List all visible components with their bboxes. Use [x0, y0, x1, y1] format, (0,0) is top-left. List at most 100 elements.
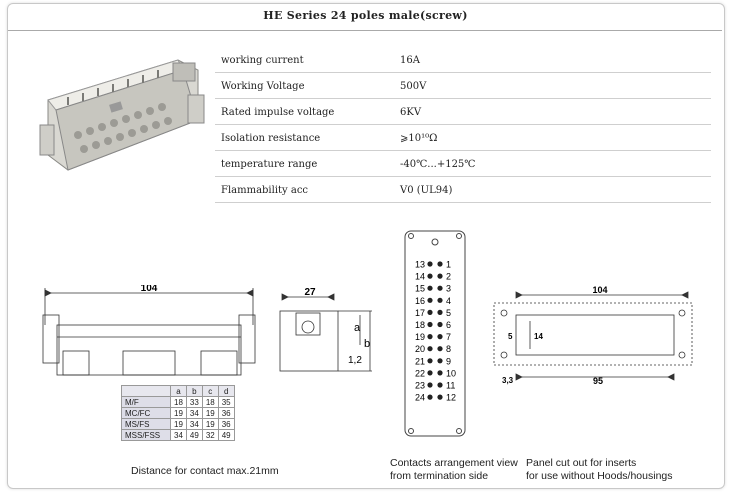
- contact-number-right: 1: [446, 260, 451, 270]
- table-cell: 19: [170, 407, 187, 419]
- contact-number-right: 8: [446, 344, 451, 354]
- panel-14-label: 14: [534, 332, 543, 341]
- front-view-drawing: 104: [42, 285, 256, 376]
- spec-value: V0 (UL94): [400, 185, 453, 196]
- table-cell: 32: [201, 429, 219, 441]
- table-row: MSS/FSS 34 49 32 49: [121, 429, 235, 441]
- contact-number-right: 3: [446, 284, 451, 294]
- spec-row: Isolation resistance ⩾10¹⁰Ω: [215, 125, 711, 151]
- table-cell: 19: [170, 418, 187, 430]
- contact-dot: [437, 321, 443, 328]
- contact-number-left: 15: [415, 284, 425, 294]
- front-width-label: 104: [141, 285, 158, 294]
- contact-dot: [427, 321, 433, 328]
- table-cell: a: [170, 385, 187, 397]
- contact-dot: [437, 297, 443, 303]
- contact-number-right: 5: [446, 308, 451, 318]
- contact-dot: [437, 370, 443, 376]
- table-cell: [121, 385, 171, 397]
- contact-number-right: 11: [446, 381, 455, 391]
- contact-number-left: 24: [415, 393, 425, 403]
- table-cell: M/F: [121, 396, 171, 408]
- contact-dot: [437, 309, 443, 315]
- table-cell: 34: [185, 407, 203, 419]
- side-view-drawing: 27 a b 1,2: [279, 287, 372, 372]
- contact-number-right: 4: [446, 296, 451, 306]
- contact-dot: [437, 261, 443, 267]
- table-cell: 19: [201, 407, 219, 419]
- contact-dot: [427, 346, 433, 352]
- contact-dot: [427, 370, 433, 376]
- contact-dot: [427, 334, 433, 340]
- contact-dot: [427, 394, 433, 400]
- table-cell: 34: [185, 418, 203, 430]
- contact-number-left: 13: [415, 260, 425, 270]
- contact-number-left: 21: [415, 356, 425, 366]
- table-cell: 36: [217, 418, 235, 430]
- product-frame: [7, 3, 725, 489]
- contact-dot: [427, 285, 433, 291]
- distance-caption: Distance for contact max.21mm: [131, 465, 279, 477]
- contact-number-left: 23: [415, 381, 425, 391]
- contact-number-right: 12: [446, 393, 456, 403]
- spec-value: -40℃...+125℃: [400, 159, 476, 170]
- panel-95-label: 95: [593, 376, 603, 385]
- table-row: MS/FS 19 34 19 36: [121, 418, 235, 430]
- contact-number-right: 2: [446, 272, 451, 282]
- contact-number-left: 22: [415, 368, 425, 378]
- contact-dot: [437, 346, 443, 352]
- table-cell: c: [201, 385, 219, 397]
- spec-key: Working Voltage: [221, 81, 305, 92]
- title-divider: [8, 30, 722, 31]
- table-cell: 35: [217, 396, 235, 408]
- side-12-label: 1,2: [348, 355, 362, 366]
- side-b-label: b: [364, 338, 370, 350]
- panel-5-label: 5: [508, 332, 513, 341]
- table-cell: 49: [217, 429, 235, 441]
- contacts-caption: Contacts arrangement view from terminati…: [390, 457, 518, 483]
- contact-dot: [427, 309, 433, 315]
- spec-key: temperature range: [221, 159, 318, 170]
- panel-caption: Panel cut out for inserts for use withou…: [526, 457, 673, 483]
- connector-photo: [39, 59, 205, 171]
- side-width-label: 27: [304, 287, 316, 298]
- contact-dot: [437, 285, 443, 291]
- panel-caption-line: Panel cut out for inserts: [526, 457, 637, 469]
- contact-number-right: 6: [446, 320, 451, 330]
- table-cell: 19: [201, 418, 219, 430]
- spec-row: temperature range -40℃...+125℃: [215, 151, 711, 177]
- dimension-table: a b c d M/F 18 33 18 35 MC/FC 19 34 19 3…: [121, 385, 235, 441]
- table-cell: MS/FS: [121, 418, 171, 430]
- spec-key: working current: [221, 55, 304, 66]
- panel-cutout-drawing: 104 95 14 5 3,3: [493, 285, 693, 385]
- table-header-row: a b c d: [121, 385, 235, 397]
- contact-dot: [437, 394, 443, 400]
- spec-key: Rated impulse voltage: [221, 107, 335, 118]
- table-cell: 49: [185, 429, 203, 441]
- contact-dot: [437, 334, 443, 340]
- contact-dot: [437, 382, 443, 388]
- contact-dot: [437, 273, 443, 279]
- contact-dot: [427, 297, 433, 303]
- contact-number-right: 7: [446, 332, 451, 342]
- table-cell: d: [217, 385, 235, 397]
- table-cell: MC/FC: [121, 407, 171, 419]
- contact-number-left: 18: [415, 320, 425, 330]
- table-row: M/F 18 33 18 35: [121, 396, 235, 408]
- panel-33-label: 3,3: [502, 376, 514, 385]
- table-cell: 18: [170, 396, 187, 408]
- panel-width-label: 104: [592, 285, 607, 295]
- table-cell: 33: [185, 396, 203, 408]
- contact-dot: [437, 358, 443, 364]
- spec-value: ⩾10¹⁰Ω: [400, 133, 438, 144]
- table-cell: MSS/FSS: [121, 429, 171, 441]
- panel-caption-line: for use without Hoods/housings: [526, 470, 673, 482]
- contact-number-right: 9: [446, 356, 451, 366]
- spec-key: Isolation resistance: [221, 133, 321, 144]
- contact-dot: [427, 358, 433, 364]
- contact-dot: [427, 382, 433, 388]
- contact-number-left: 14: [415, 272, 425, 282]
